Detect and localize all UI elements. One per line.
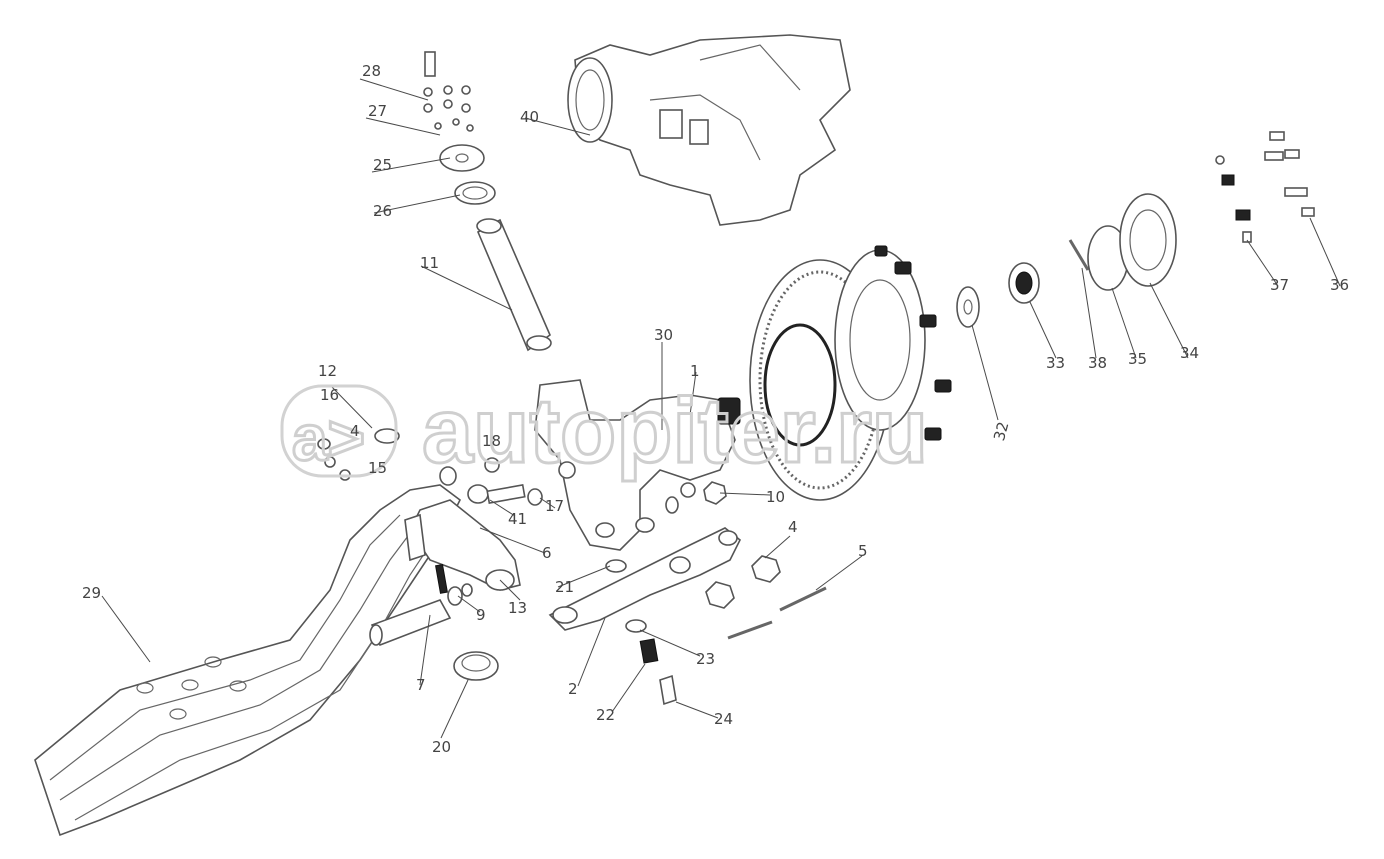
callout-4b: 4 — [788, 518, 798, 536]
leader-lines — [101, 78, 1341, 739]
callout-11: 11 — [420, 254, 439, 272]
callout-12: 12 — [318, 362, 337, 380]
callout-33: 33 — [1046, 354, 1065, 372]
kingpin-part-7 — [369, 599, 452, 647]
callout-35: 35 — [1128, 350, 1147, 368]
callout-22: 22 — [596, 706, 615, 724]
steering-arm — [548, 527, 742, 631]
axle-beam — [34, 484, 462, 837]
kingpin-part-11 — [476, 218, 552, 352]
callout-27: 27 — [368, 102, 387, 120]
callout-10: 10 — [766, 488, 785, 506]
callout-26: 26 — [373, 202, 392, 220]
callout-36: 36 — [1330, 276, 1349, 294]
callout-40: 40 — [520, 108, 539, 126]
watermark-text: autopiter.ru — [422, 380, 928, 482]
callout-37: 37 — [1270, 276, 1289, 294]
callout-24: 24 — [714, 710, 733, 728]
callout-7: 7 — [416, 676, 426, 694]
callout-labels: 28 27 25 26 11 40 30 1 12 16 4 15 18 41 … — [82, 62, 1349, 756]
callout-4: 4 — [350, 422, 360, 440]
callout-5: 5 — [858, 542, 868, 560]
callout-16: 16 — [320, 386, 339, 404]
callout-28: 28 — [362, 62, 381, 80]
callout-29: 29 — [82, 584, 101, 602]
watermark: a> autopiter.ru — [280, 379, 930, 484]
small-bolts — [1215, 131, 1315, 243]
callout-32: 32 — [990, 420, 1012, 443]
callout-38: 38 — [1088, 354, 1107, 372]
callout-1: 1 — [690, 362, 700, 380]
callout-41: 41 — [508, 510, 527, 528]
cover-plate-group — [423, 51, 496, 205]
callout-25: 25 — [373, 156, 392, 174]
callout-9: 9 — [476, 606, 486, 624]
callout-21: 21 — [555, 578, 574, 596]
fasteners — [317, 428, 827, 640]
callout-23: 23 — [696, 650, 715, 668]
callout-15: 15 — [368, 459, 387, 477]
knuckle-bracket — [404, 499, 521, 594]
callout-13: 13 — [508, 599, 527, 617]
callout-34: 34 — [1180, 344, 1199, 362]
watermark-logo: a> — [292, 402, 365, 474]
callout-20: 20 — [432, 738, 451, 756]
brake-caliper-part-40 — [567, 34, 851, 226]
callout-17: 17 — [545, 497, 564, 515]
grease-fittings — [639, 638, 677, 706]
hub-parts — [956, 193, 1177, 328]
callout-6: 6 — [542, 544, 552, 562]
seal-part-20 — [453, 651, 499, 681]
callout-18: 18 — [482, 432, 501, 450]
callout-2: 2 — [568, 680, 578, 698]
steering-knuckle — [534, 379, 741, 551]
brake-disc-hub — [749, 245, 952, 501]
callout-30: 30 — [654, 326, 673, 344]
